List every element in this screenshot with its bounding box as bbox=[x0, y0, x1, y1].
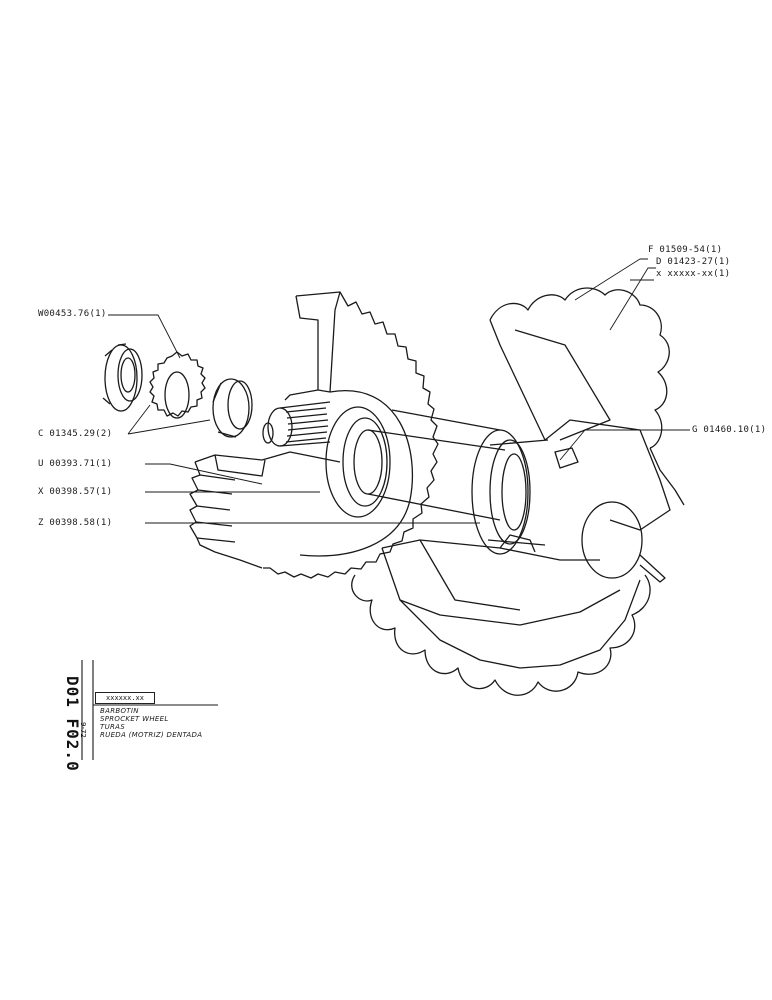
title-line-de: TURAS bbox=[100, 723, 125, 731]
chain-sprocket bbox=[351, 287, 685, 696]
doc-date-text: 9-72 bbox=[79, 722, 87, 738]
spacer-ring bbox=[212, 378, 253, 438]
callout-d01423: D 01423-27(1) bbox=[656, 257, 731, 267]
title-block-frame bbox=[81, 660, 218, 760]
spline-shaft bbox=[262, 401, 331, 447]
callout-c01345: C 01345.29(2) bbox=[38, 429, 113, 439]
title-line-fr: BARBOTIN bbox=[100, 707, 139, 715]
callout-g01460: G 01460.10(1) bbox=[692, 425, 767, 435]
lock-nut bbox=[102, 343, 143, 412]
callout-w00453: W00453.76(1) bbox=[38, 309, 107, 319]
gear-tooth-block bbox=[189, 451, 341, 569]
reference-number: xxxxxx.xx bbox=[95, 692, 155, 704]
leader-lines bbox=[108, 258, 690, 524]
spur-gear bbox=[263, 291, 439, 579]
callout-z00398: Z 00398.58(1) bbox=[38, 518, 113, 528]
bearing-right bbox=[471, 429, 549, 555]
callout-xxxxx: x xxxxx-xx(1) bbox=[656, 269, 731, 279]
bearing-left bbox=[325, 406, 391, 518]
callout-x00398: X 00398.57(1) bbox=[38, 487, 113, 497]
callout-f01509: F 01509-54(1) bbox=[648, 245, 723, 255]
document-date: 9-72 bbox=[76, 722, 94, 738]
title-line-en: SPROCKET WHEEL bbox=[100, 715, 169, 723]
central-shaft bbox=[367, 409, 506, 521]
tab-washer bbox=[149, 351, 206, 419]
title-line-es: RUEDA (MOTRIZ) DENTADA bbox=[100, 731, 203, 739]
callout-u00393: U 00393.71(1) bbox=[38, 459, 113, 469]
